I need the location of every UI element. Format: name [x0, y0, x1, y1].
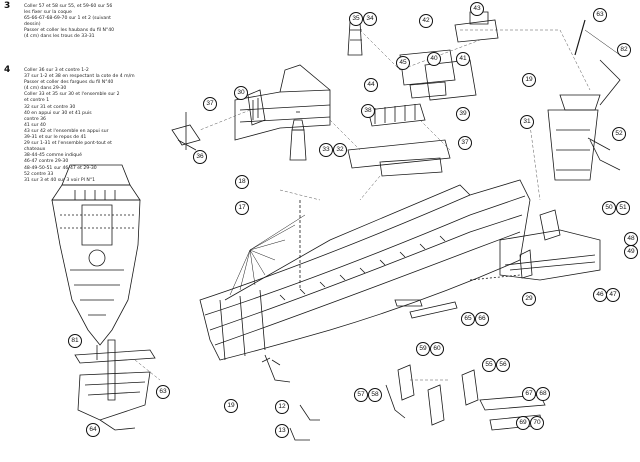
part-callout: 32: [333, 143, 347, 157]
instruction-line: 48-49-50-51 sur 46-47 et 29-30: [24, 165, 97, 171]
part-callout: 69: [516, 416, 530, 430]
instruction-line: Coller 33 et 35 sur 30 et l'ensemble sur…: [24, 92, 120, 98]
instruction-line: et contre 1: [24, 98, 50, 104]
forecastle-parts: [469, 209, 601, 281]
instruction-line: chateaux: [24, 147, 46, 153]
part-callout: 39: [456, 107, 470, 121]
instruction-line: 39-31 et sur le repos de 41: [24, 135, 87, 141]
stern-view: [51, 164, 141, 360]
part-callout: 12: [275, 400, 289, 414]
instruction-line: 32 sur 31 et contre 30: [24, 104, 76, 110]
instruction-line: dessin): [24, 22, 41, 28]
part-callout: 30: [234, 86, 248, 100]
part-callout: 81: [68, 334, 82, 348]
part-callout: 63: [156, 385, 170, 399]
step-number: 4: [4, 65, 11, 75]
instruction-line: 38-44-45 comme indiqué: [24, 153, 82, 159]
part-callout: 60: [430, 342, 444, 356]
ship-hull: [199, 179, 531, 361]
instruction-line: Coller 57 et 58 sur 55, et 59-60 sur 56: [24, 4, 113, 9]
part-callout: 13: [275, 424, 289, 438]
instruction-line: (4 cm) dans 29-30: [24, 86, 67, 92]
small-fittings: [261, 354, 320, 441]
instruction-line: 46-47 contre 29-30: [24, 159, 69, 165]
part-callout: 70: [530, 416, 544, 430]
part-callout: 44: [364, 78, 378, 92]
part-callout: 57: [354, 388, 368, 402]
part-callout: 19: [224, 399, 238, 413]
instruction-line: 31 sur 3 et 40 sur 3 voir Pl N°1: [24, 177, 96, 183]
part-callout: 47: [606, 288, 620, 302]
mast-assembly: [547, 19, 621, 181]
part-callout: 35: [349, 12, 363, 26]
part-callout: 52: [612, 127, 626, 141]
instruction-line: 43 sur 42 et l'ensemble en appui sur: [24, 128, 109, 134]
part-callout: 46: [593, 288, 607, 302]
instruction-line: Passer et coller des fargues du fil N°40: [24, 80, 114, 86]
part-callout: 29: [522, 292, 536, 306]
beakhead-parts: [74, 339, 156, 431]
part-callout: 37: [203, 97, 217, 111]
part-callout: 50: [602, 201, 616, 215]
rail-strip: [394, 299, 458, 319]
deck-panels: [347, 11, 499, 177]
castle-assembly: [234, 14, 363, 141]
part-callout: 49: [624, 245, 638, 259]
leader-lines: [134, 29, 591, 381]
part-callout: 48: [624, 232, 638, 246]
part-callout: 37: [458, 136, 472, 150]
part-callout: 82: [617, 43, 631, 57]
lantern-parts: [289, 111, 307, 161]
part-callout: 19: [522, 73, 536, 87]
instruction-line: 65-66-67-68-69-70 sur 1 et 2 (suivant: [24, 16, 111, 22]
part-callout: 68: [536, 387, 550, 401]
part-callout: 51: [616, 201, 630, 215]
part-callout: 31: [520, 115, 534, 129]
part-callout: 55: [482, 358, 496, 372]
instruction-step-3: 3 Coller 57 et 58 sur 55, et 59-60 sur 5…: [4, 1, 184, 41]
instruction-line: Coller 36 sur 3 et contre 1-2: [24, 68, 89, 73]
part-callout: 66: [475, 312, 489, 326]
part-callout: 63: [593, 8, 607, 22]
part-callout: 67: [522, 387, 536, 401]
part-callout: 43: [470, 2, 484, 16]
part-callout: 64: [86, 423, 100, 437]
instruction-line: les fixer sur la coque: [24, 10, 72, 16]
instruction-line: 41 sur 40: [24, 122, 46, 128]
part-callout: 17: [235, 201, 249, 215]
instruction-line: contre 36: [24, 116, 46, 122]
part-callout: 58: [368, 388, 382, 402]
instruction-line: Passer et coller les haubans du fil N°40: [24, 28, 115, 34]
part-callout: 56: [496, 358, 510, 372]
instruction-line: 37 sur 1-2 et 38 en respectant la cote d…: [24, 74, 135, 80]
part-callout: 45: [396, 56, 410, 70]
part-callout: 18: [235, 175, 249, 189]
instruction-line: 29 sur 1-31 et l'ensemble pont-tout et: [24, 141, 112, 147]
instruction-line: (4 cm) dans les trous de 33-31: [24, 34, 95, 40]
instruction-line: 40 en appui sur 30 et 41 puis: [24, 110, 92, 116]
shroud-lines: [229, 214, 306, 296]
part-callout: 42: [419, 14, 433, 28]
instruction-step-4: 4 Coller 36 sur 3 et contre 1-2 37 sur 1…: [4, 65, 184, 184]
part-callout: 36: [193, 150, 207, 164]
rail-part: [171, 112, 201, 151]
step-number: 3: [4, 1, 11, 11]
part-callout: 38: [361, 104, 375, 118]
part-callout: 34: [363, 12, 377, 26]
part-callout: 33: [319, 143, 333, 157]
instruction-line: 52 contre 33: [24, 171, 54, 177]
part-callout: 65: [461, 312, 475, 326]
part-callout: 59: [416, 342, 430, 356]
part-callout: 41: [456, 52, 470, 66]
part-callout: 40: [427, 52, 441, 66]
